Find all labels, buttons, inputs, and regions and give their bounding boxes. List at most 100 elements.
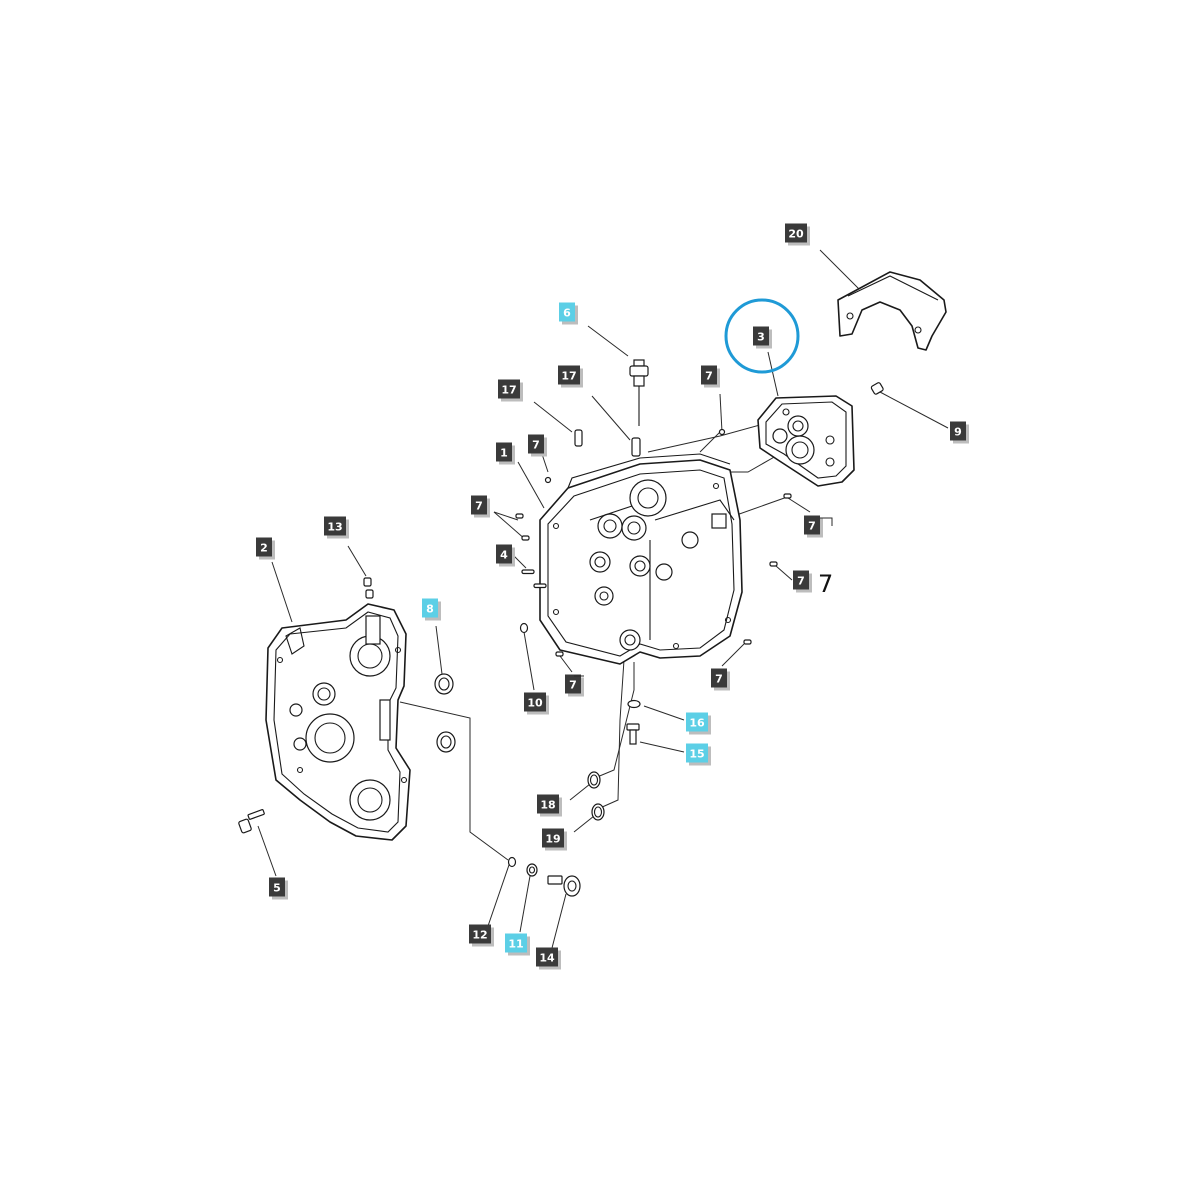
callout-box <box>686 712 708 732</box>
callout-number: 5 <box>273 882 281 895</box>
callout-box <box>496 544 512 564</box>
callout-box <box>256 537 272 557</box>
callout-number: 7 <box>475 500 483 513</box>
hollow-pins-part-7 <box>515 428 792 657</box>
callout-number: 16 <box>689 717 705 730</box>
callout-c12: 12 <box>469 924 494 947</box>
callout-c7d: 7 <box>804 515 823 538</box>
callout-box <box>496 442 512 462</box>
callout-box <box>542 828 564 848</box>
stray-tick-mark <box>820 517 833 526</box>
callout-c11: 11 <box>505 933 530 956</box>
callout-c3: 3 <box>753 326 772 349</box>
callout-box <box>536 947 558 967</box>
callout-c9: 9 <box>950 421 969 444</box>
oil-seal-part-8-b <box>436 731 456 753</box>
callout-number: 20 <box>788 228 804 241</box>
oil-seal-part-8-a <box>434 673 454 695</box>
callout-c16: 16 <box>686 712 711 735</box>
callout-number: 7 <box>715 673 723 686</box>
callout-number: 4 <box>500 549 508 562</box>
callout-c14: 14 <box>536 947 561 970</box>
callout-c17b: 17 <box>558 365 583 388</box>
callout-number: 7 <box>705 370 713 383</box>
callout-c8: 8 <box>422 598 441 621</box>
callout-box <box>324 516 346 536</box>
callout-box <box>469 924 491 944</box>
shield-cover-part-20 <box>837 271 947 351</box>
washer-part-16 <box>627 699 641 709</box>
callout-c7b: 7 <box>528 434 547 457</box>
o-ring-part-10 <box>519 622 529 634</box>
plug-part-14 <box>547 875 581 897</box>
callout-c20: 20 <box>785 223 810 246</box>
callout-number: 7 <box>532 439 540 452</box>
callout-c6: 6 <box>559 302 578 325</box>
callout-number: 17 <box>501 384 516 397</box>
dipstick-part-6 <box>629 359 649 426</box>
callout-number: 13 <box>327 521 342 534</box>
callout-box <box>559 302 575 322</box>
callout-number: 8 <box>426 603 434 616</box>
washer-part-11 <box>526 863 538 877</box>
callout-number: 12 <box>472 929 487 942</box>
callout-box <box>528 434 544 454</box>
dowel-pin-part-17-a <box>574 429 583 447</box>
dowel-pin-part-17-b <box>631 437 641 457</box>
callout-number: 3 <box>757 331 765 344</box>
callout-c13: 13 <box>324 516 349 539</box>
callout-box <box>701 365 717 385</box>
drain-plug-part-15 <box>626 723 640 745</box>
callout-c4: 4 <box>496 544 515 567</box>
o-ring-part-19 <box>591 803 605 821</box>
callout-number: 19 <box>545 833 560 846</box>
callout-c7e: 7 <box>793 570 812 593</box>
callout-c1: 1 <box>496 442 515 465</box>
callout-number: 17 <box>561 370 576 383</box>
callout-c7f: 7 <box>565 674 584 697</box>
bolt-part-5 <box>238 809 265 834</box>
callout-box <box>793 570 809 590</box>
callout-c2: 2 <box>256 537 275 560</box>
pins-part-13 <box>363 577 374 599</box>
callout-box <box>711 668 727 688</box>
studs-part-4 <box>521 569 547 589</box>
highlight-ring <box>724 298 800 374</box>
callout-box <box>804 515 820 535</box>
callout-c7c: 7 <box>471 495 490 518</box>
side-cover-part-3 <box>757 395 855 487</box>
callout-number: 9 <box>954 426 962 439</box>
stray-label-seven: 7 <box>818 570 833 598</box>
callout-box <box>950 421 966 441</box>
callout-box <box>524 692 546 712</box>
callout-number: 2 <box>260 542 268 555</box>
o-ring-part-12 <box>507 856 517 868</box>
callout-number: 15 <box>689 748 704 761</box>
o-ring-part-18 <box>587 771 601 789</box>
transmission-housing-part-1 <box>539 453 743 665</box>
callout-number: 7 <box>569 679 577 692</box>
callout-c17a: 17 <box>498 379 523 402</box>
callout-box <box>537 794 559 814</box>
callout-number: 7 <box>797 575 805 588</box>
bolt-part-9 <box>870 382 884 395</box>
callout-c10: 10 <box>524 692 549 715</box>
front-cover-part-2 <box>265 603 411 841</box>
callout-box <box>269 877 285 897</box>
callout-c7g: 7 <box>711 668 730 691</box>
callout-box <box>558 365 580 385</box>
callout-box <box>753 326 769 346</box>
callout-number: 7 <box>808 520 816 533</box>
callout-box <box>422 598 438 618</box>
callout-box <box>505 933 527 953</box>
callout-c5: 5 <box>269 877 288 900</box>
callout-box <box>565 674 581 694</box>
callout-box <box>471 495 487 515</box>
callout-c18: 18 <box>537 794 562 817</box>
callout-box <box>498 379 520 399</box>
callout-number: 11 <box>508 938 523 951</box>
callout-c15: 15 <box>686 743 711 766</box>
callout-c19: 19 <box>542 828 567 851</box>
